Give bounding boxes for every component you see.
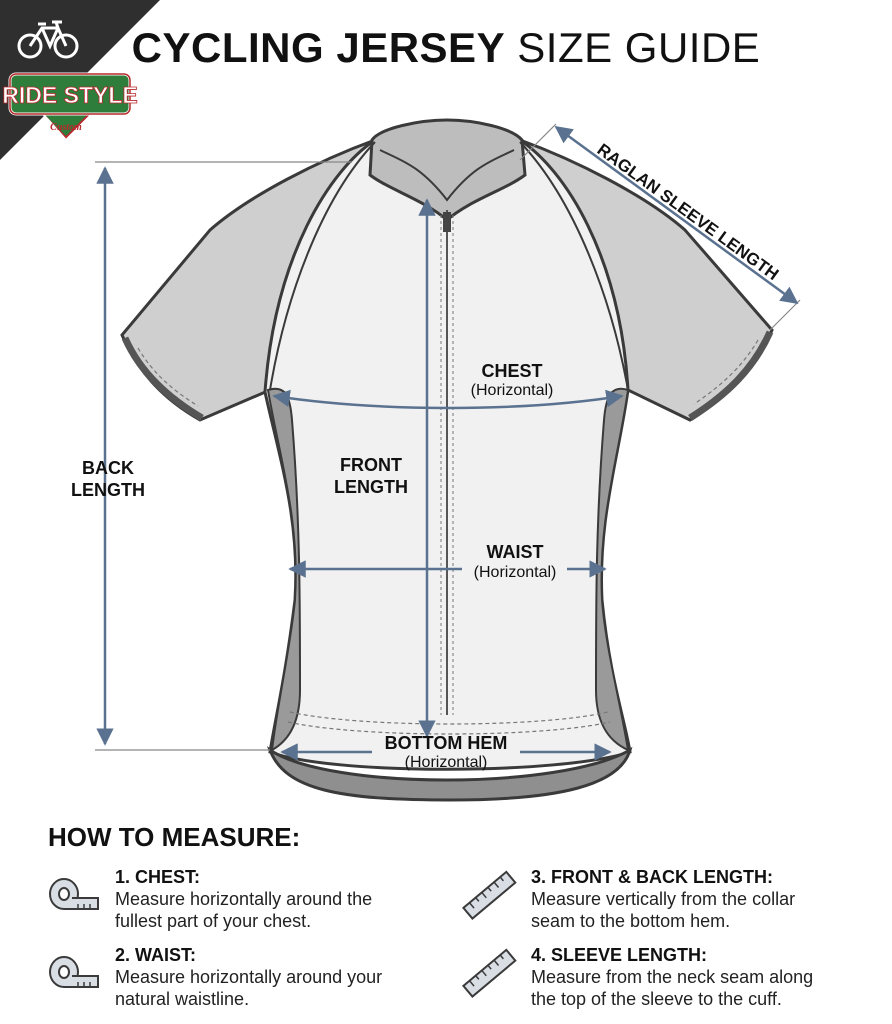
waist-sub-label: (Horizontal) <box>474 564 557 581</box>
right-side-panel <box>594 387 630 752</box>
waist-label: WAIST <box>487 542 544 562</box>
measuring-tape-icon <box>49 878 99 910</box>
chest-arrow <box>272 389 624 410</box>
instruction-title: 1. CHEST: <box>115 867 201 887</box>
instruction-line: Measure from the neck seam along <box>531 967 814 987</box>
measuring-tape-icon <box>49 956 99 988</box>
raglan-sleeve-arrow <box>554 125 799 305</box>
instruction-line: natural waistline. <box>115 989 250 1009</box>
brand-corner: RIDE STYLE Custom <box>0 0 160 160</box>
instruction-line: Measure horizontally around the <box>115 889 373 909</box>
bottom-hem-band <box>266 746 633 802</box>
left-side-panel <box>266 387 302 752</box>
front-length-label-1: FRONT <box>340 455 402 475</box>
instruction-title: 3. FRONT & BACK LENGTH: <box>531 867 773 887</box>
how-to-measure-title: HOW TO MEASURE: <box>48 822 301 852</box>
ruler-icon <box>461 948 517 999</box>
ruler-icon <box>461 870 517 921</box>
instruction-title: 4. SLEEVE LENGTH: <box>531 945 708 965</box>
back-length-label-1: BACK <box>82 458 134 478</box>
zipper-pull <box>443 212 451 232</box>
jersey-diagram: CHEST (Horizontal) FRONT LENGTH BACK LEN… <box>71 118 801 802</box>
bottom-hem-label: BOTTOM HEM <box>385 733 508 753</box>
front-length-label-2: LENGTH <box>334 477 408 497</box>
instruction-chest: 1. CHEST: Measure horizontally around th… <box>115 866 475 932</box>
instruction-title: 2. WAIST: <box>115 945 197 965</box>
instruction-line: seam to the bottom hem. <box>531 911 731 931</box>
page-title: CYCLING JERSEY SIZE GUIDE <box>0 24 892 72</box>
instruction-waist: 2. WAIST: Measure horizontally around yo… <box>115 944 475 1010</box>
instruction-line: Measure vertically from the collar <box>531 889 796 909</box>
title-bold: CYCLING JERSEY <box>131 24 506 71</box>
back-length-label-2: LENGTH <box>71 480 145 500</box>
instruction-line: Measure horizontally around your <box>115 967 383 987</box>
brand-tagline: Custom <box>50 122 82 133</box>
instruction-sleeve: 4. SLEEVE LENGTH: Measure from the neck … <box>531 944 891 1010</box>
instruction-length: 3. FRONT & BACK LENGTH: Measure vertical… <box>531 866 891 932</box>
bicycle-icon <box>17 20 79 59</box>
instruction-line: fullest part of your chest. <box>115 911 312 931</box>
ride-style-logo: RIDE STYLE Custom <box>2 72 138 142</box>
right-cuff <box>688 330 774 421</box>
left-cuff <box>121 336 204 422</box>
chest-sub-label: (Horizontal) <box>471 382 554 399</box>
title-light: SIZE GUIDE <box>517 24 761 71</box>
brand-name: RIDE STYLE <box>2 82 137 108</box>
chest-label: CHEST <box>481 361 542 381</box>
bottom-hem-sub-label: (Horizontal) <box>405 754 488 771</box>
instruction-line: the top of the sleeve to the cuff. <box>531 989 782 1009</box>
